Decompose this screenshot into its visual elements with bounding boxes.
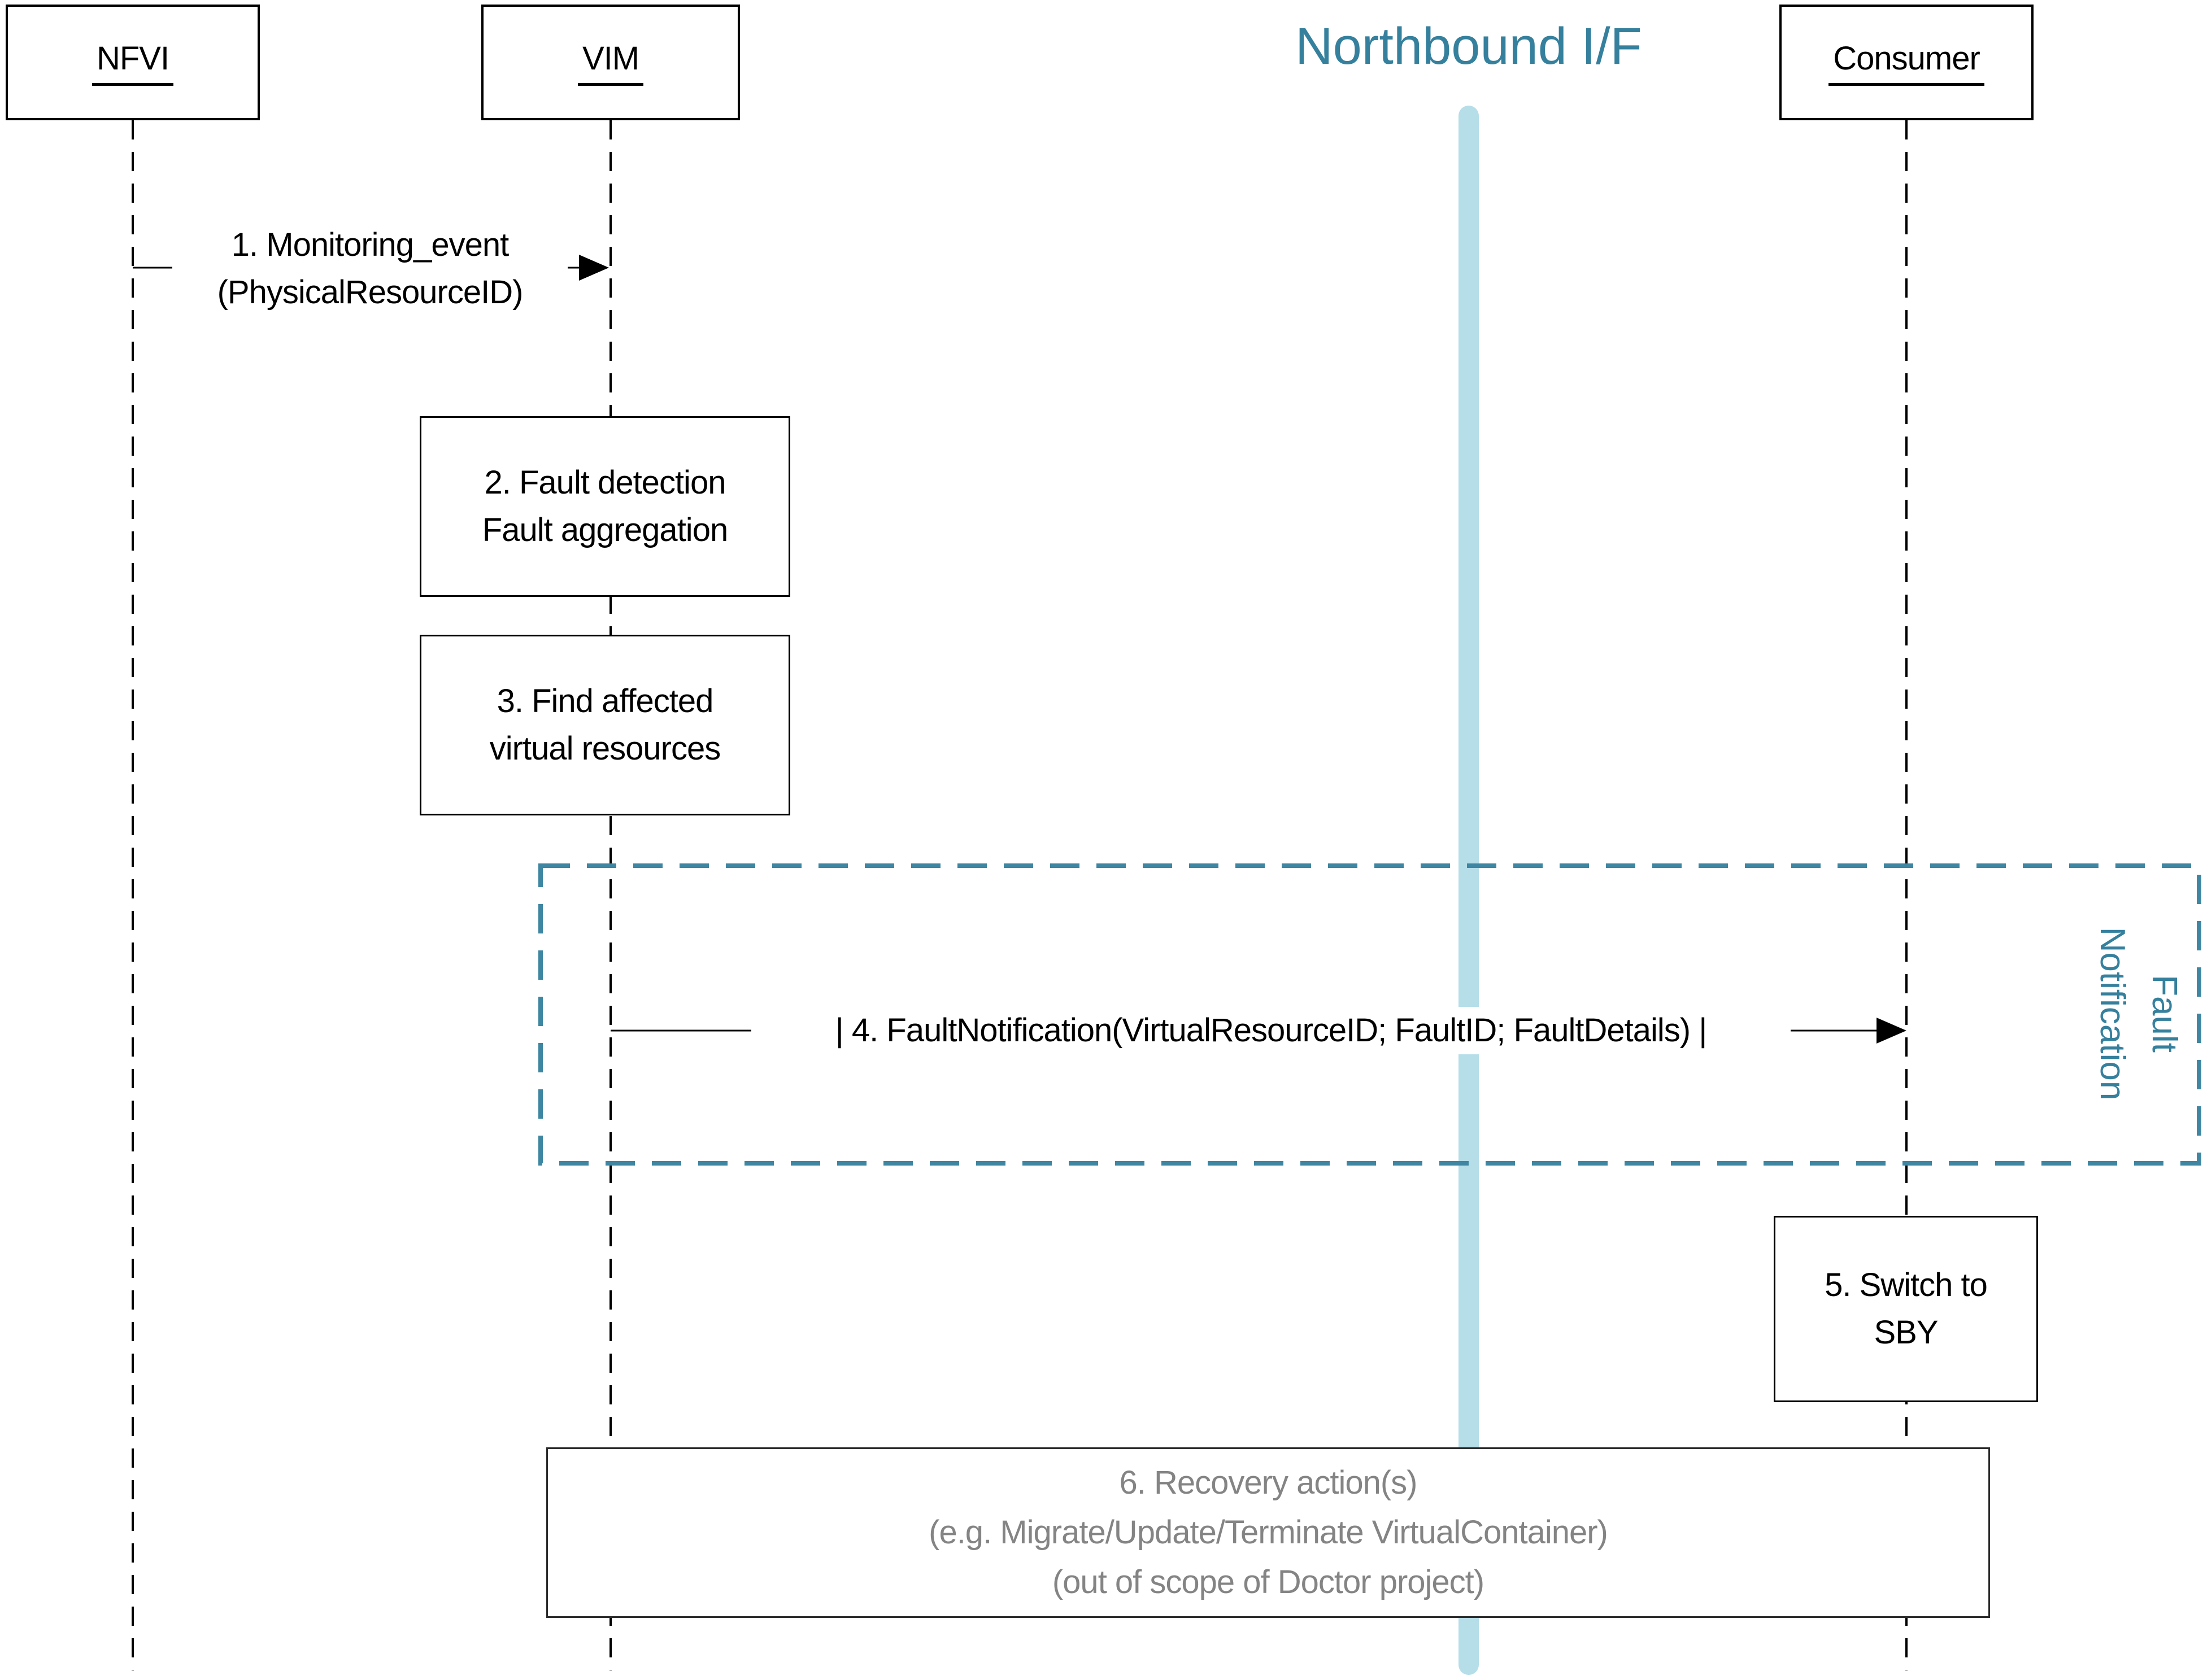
- actor-label-vim: VIM: [577, 40, 644, 86]
- activity-box-find-affected: 3. Find affected virtual resources: [420, 635, 790, 815]
- actor-label-nfvi: NFVI: [92, 40, 174, 86]
- recovery-line3: (out of scope of Doctor project): [1052, 1564, 1484, 1600]
- recovery-line1: 6. Recovery action(s): [1119, 1464, 1418, 1501]
- message-4-arrowhead-icon: [1877, 1018, 1906, 1044]
- find-affected-line2: virtual resources: [489, 730, 721, 767]
- fault-detection-line1: 2. Fault detection: [484, 464, 726, 501]
- find-affected-line1: 3. Find affected: [497, 683, 714, 719]
- frame-title-line1: Fault: [2145, 975, 2184, 1053]
- actor-label-consumer: Consumer: [1828, 40, 1984, 86]
- fault-detection-line2: Fault aggregation: [482, 512, 728, 548]
- message-1-label-line1: 1. Monitoring_event: [231, 226, 509, 263]
- message-4-label: | 4. FaultNotification(VirtualResourceID…: [751, 1007, 1791, 1054]
- activity-box-switch-to-sby: 5. Switch to SBY: [1774, 1216, 2038, 1402]
- actor-box-consumer: Consumer: [1779, 5, 2034, 120]
- northbound-interface-title: Northbound I/F: [1295, 18, 1642, 75]
- frame-title-line2: Notification: [2093, 927, 2132, 1101]
- message-1-label-line2: (PhysicalResourceID): [217, 274, 524, 311]
- switch-to-sby-line2: SBY: [1874, 1314, 1938, 1351]
- message-1-arrowhead-icon: [579, 255, 609, 281]
- message-1-label: 1. Monitoring_event (PhysicalResourceID): [172, 221, 568, 316]
- actor-box-vim: VIM: [481, 5, 740, 120]
- actor-box-nfvi: NFVI: [6, 5, 260, 120]
- activity-box-recovery: 6. Recovery action(s) (e.g. Migrate/Upda…: [546, 1447, 1990, 1618]
- activity-box-fault-detection: 2. Fault detection Fault aggregation: [420, 416, 790, 597]
- fault-notification-frame-title: Fault Notification: [2086, 927, 2190, 1101]
- switch-to-sby-line1: 5. Switch to: [1825, 1267, 1988, 1303]
- fault-notification-frame: [538, 863, 2201, 1166]
- recovery-line2: (e.g. Migrate/Update/Terminate VirtualCo…: [929, 1514, 1608, 1551]
